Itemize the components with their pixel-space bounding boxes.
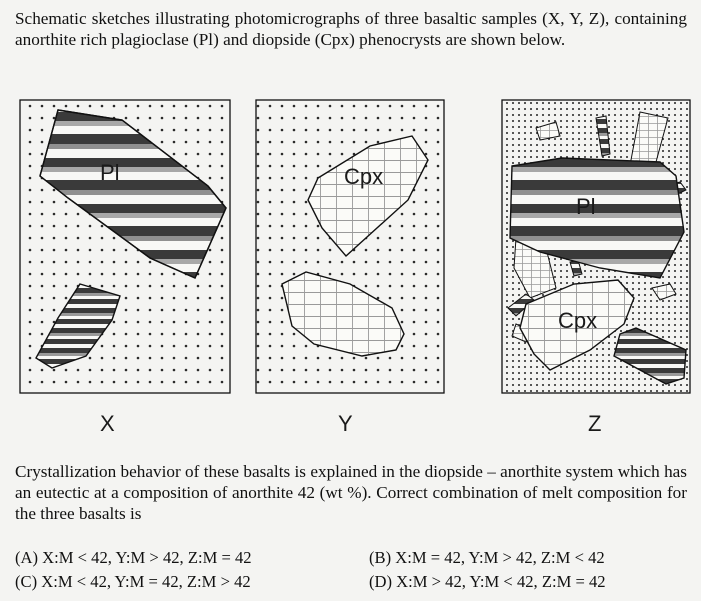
panel-label-z: Z bbox=[588, 411, 601, 436]
panel-label-x: X bbox=[100, 411, 115, 436]
option-d[interactable]: (D) X:M > 42, Y:M < 42, Z:M = 42 bbox=[369, 572, 606, 591]
mineral-label-cpx: Cpx bbox=[344, 164, 383, 189]
plagioclase-crystal bbox=[39, 109, 227, 279]
mineral-label-pl: Pl bbox=[100, 160, 120, 185]
diopside-crystal bbox=[307, 135, 429, 258]
mineral-label-pl: Pl bbox=[576, 194, 596, 219]
mineral-label-cpx: Cpx bbox=[558, 308, 597, 333]
plagioclase-crystal bbox=[613, 327, 687, 385]
panel-z: Pl Cpx Z bbox=[501, 99, 691, 436]
diopside-crystal bbox=[281, 271, 405, 357]
panel-x: Pl X bbox=[19, 99, 231, 436]
panel-y: Cpx Y bbox=[255, 99, 445, 436]
option-a[interactable]: (A) X:M < 42, Y:M > 42, Z:M = 42 bbox=[15, 548, 252, 567]
photomicrograph-figure: Pl X Cpx Y Pl C bbox=[19, 99, 691, 436]
plagioclase-crystal bbox=[35, 283, 121, 369]
panel-label-y: Y bbox=[338, 411, 353, 436]
option-c[interactable]: (C) X:M < 42, Y:M = 42, Z:M > 42 bbox=[15, 572, 251, 591]
option-b[interactable]: (B) X:M = 42, Y:M > 42, Z:M < 42 bbox=[369, 548, 605, 567]
question-paragraph: Crystallization behavior of these basalt… bbox=[15, 462, 687, 523]
diopside-crystal bbox=[519, 279, 635, 371]
intro-paragraph: Schematic sketches illustrating photomic… bbox=[15, 9, 687, 49]
plagioclase-crystal bbox=[509, 157, 685, 279]
